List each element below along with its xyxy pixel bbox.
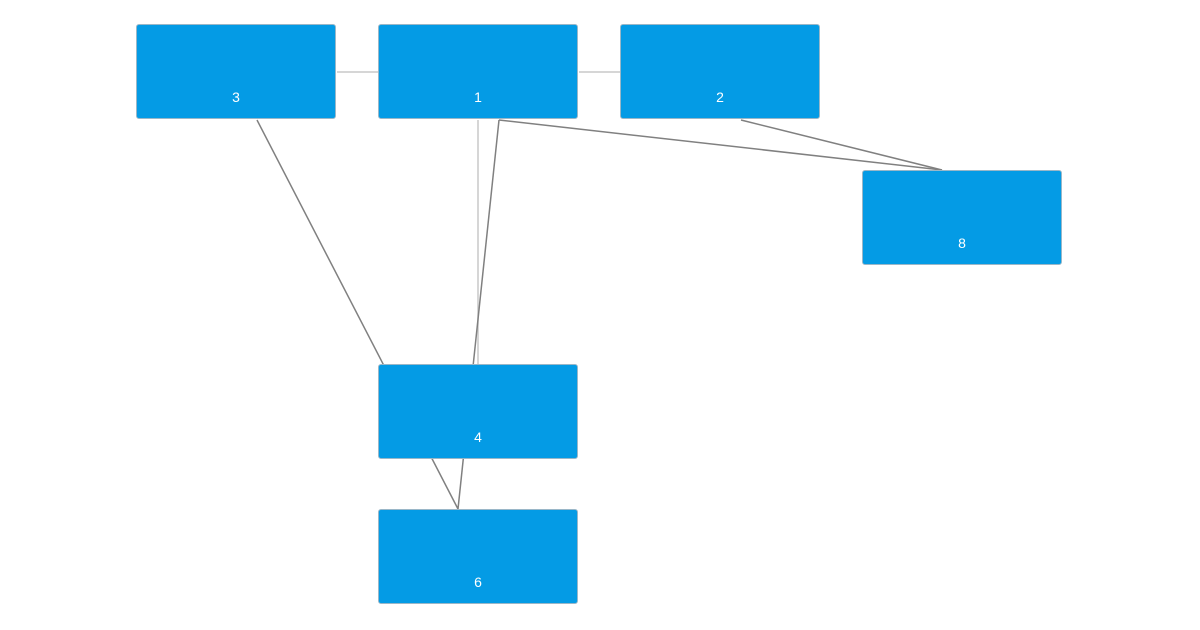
node-2[interactable]: 2	[620, 24, 820, 119]
node-label: 4	[474, 429, 482, 445]
edge-2-8	[740, 119, 943, 171]
node-8[interactable]: 8	[862, 170, 1062, 265]
edge-1-8	[498, 119, 943, 171]
node-4[interactable]: 4	[378, 364, 578, 459]
node-label: 6	[474, 574, 482, 590]
node-3[interactable]: 3	[136, 24, 336, 119]
node-label: 1	[474, 89, 482, 105]
node-label: 2	[716, 89, 724, 105]
node-label: 3	[232, 89, 240, 105]
node-1[interactable]: 1	[378, 24, 578, 119]
node-6[interactable]: 6	[378, 509, 578, 604]
node-label: 8	[958, 235, 966, 251]
